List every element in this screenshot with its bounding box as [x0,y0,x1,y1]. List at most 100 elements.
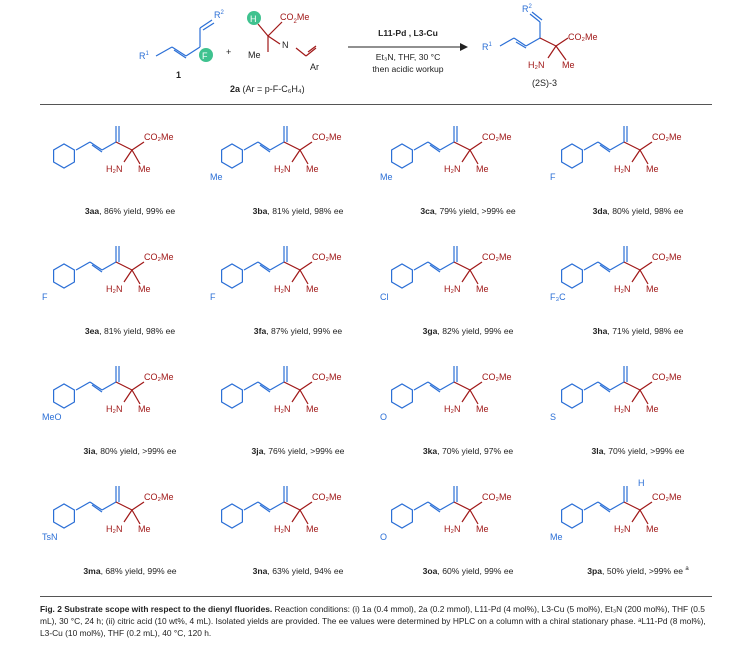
amine-group: H₂N [106,284,123,294]
substituent-label: Me [550,532,563,542]
fluorine-highlight [199,48,213,62]
plus-sign: + [226,47,231,57]
product-result: , 81% yield, 98% ee [99,326,176,336]
amine-group: H₂N [444,164,461,174]
ester-group: CO₂Me [312,132,342,142]
ester-group: CO₂Me [652,252,682,262]
methyl-group: Me [646,524,659,534]
product-caption: 3oa, 60% yield, 99% ee [378,566,558,576]
product-caption: 3ka, 70% yield, 97% ee [378,446,558,456]
amine-group: H₂N [614,164,631,174]
ester-group: CO₂Me [144,132,174,142]
amine-group: H₂N [444,404,461,414]
product-note: a [685,566,689,573]
methyl-group: Me [306,284,319,294]
aryl-ring [391,263,413,289]
reactant-2-ester: CO2Me [280,12,309,25]
product-caption: 3ja, 76% yield, >99% ee [208,446,388,456]
product-result: , 80% yield, >99% ee [95,446,177,456]
methyl-group: Me [138,284,151,294]
product-caption: 3pa, 50% yield, >99% ee a [548,566,728,576]
aryl-ring [53,143,75,169]
product-result: , 63% yield, 94% ee [267,566,344,576]
ester-group: CO₂Me [482,372,512,382]
ester-group: CO₂Me [482,132,512,142]
reactant-1-label: 1 [176,70,181,80]
ester-group: CO₂Me [144,252,174,262]
caption-footnote: ᵃL11-Pd (8 mol%), L3-Cu (10 mol%), THF (… [40,616,706,638]
product-code: 3ba [252,206,268,216]
product-result: , 70% yield, 97% ee [437,446,514,456]
fluorine-label: F [202,51,208,61]
hydrogen-label: H [250,14,257,24]
reaction-arrowhead [460,43,468,51]
aryl-ring [391,383,413,409]
amine-group: H₂N [106,524,123,534]
product-structure-red [539,37,569,61]
reactant-1-structure [155,19,215,59]
reactant-2-nitrogen: N [282,40,289,50]
product-result: , 86% yield, 99% ee [99,206,176,216]
caption-body: Reaction conditions: (i) 1a (0.4 mmol), … [40,604,705,626]
product-code: 3oa [422,566,438,576]
substituent-label: Me [210,172,223,182]
amine-group: H₂N [614,524,631,534]
methyl-group: Me [306,524,319,534]
product-result: , 87% yield, 99% ee [266,326,343,336]
product-code: 3ja [251,446,264,456]
amine-group: H₂N [106,164,123,174]
substituent-label: S [550,412,556,422]
hydrogen-highlight [247,11,261,25]
methyl-group: Me [138,164,151,174]
product-caption: 3ga, 82% yield, 99% ee [378,326,558,336]
product-amine: H₂N [528,60,545,70]
product-caption: 3ca, 79% yield, >99% ee [378,206,558,216]
product-caption: 3aa, 86% yield, 99% ee [40,206,220,216]
ester-group: CO₂Me [312,252,342,262]
r2-label: R2 [214,10,225,20]
substituent-label: F [550,172,556,182]
aryl-ring [221,143,243,169]
methyl-group: Me [138,524,151,534]
product-methyl: Me [562,60,575,70]
product-code: 3ea [84,326,100,336]
methyl-group: Me [646,284,659,294]
ester-group: CO₂Me [312,492,342,502]
methyl-group: Me [306,404,319,414]
product-result: , 76% yield, >99% ee [263,446,345,456]
aryl-ring [53,263,75,289]
substituent-label: O [380,412,387,422]
r1-label: R1 [139,51,150,61]
ester-group: CO₂Me [482,252,512,262]
aryl-ring [221,263,243,289]
aryl-ring [561,143,583,169]
amine-group: H₂N [274,164,291,174]
catalyst-label: L11-Pd , L3-Cu [378,28,438,38]
substituent-label: MeO [42,412,62,422]
aryl-ring [221,503,243,529]
product-r2: R2 [522,4,533,14]
product-result: , 80% yield, 98% ee [607,206,684,216]
amine-group: H₂N [614,284,631,294]
aryl-ring [561,263,583,289]
methyl-group: Me [476,404,489,414]
product-caption: 3ma, 68% yield, 99% ee [40,566,220,576]
product-result: , 50% yield, >99% ee [602,566,684,576]
extra-label: H [638,478,645,488]
